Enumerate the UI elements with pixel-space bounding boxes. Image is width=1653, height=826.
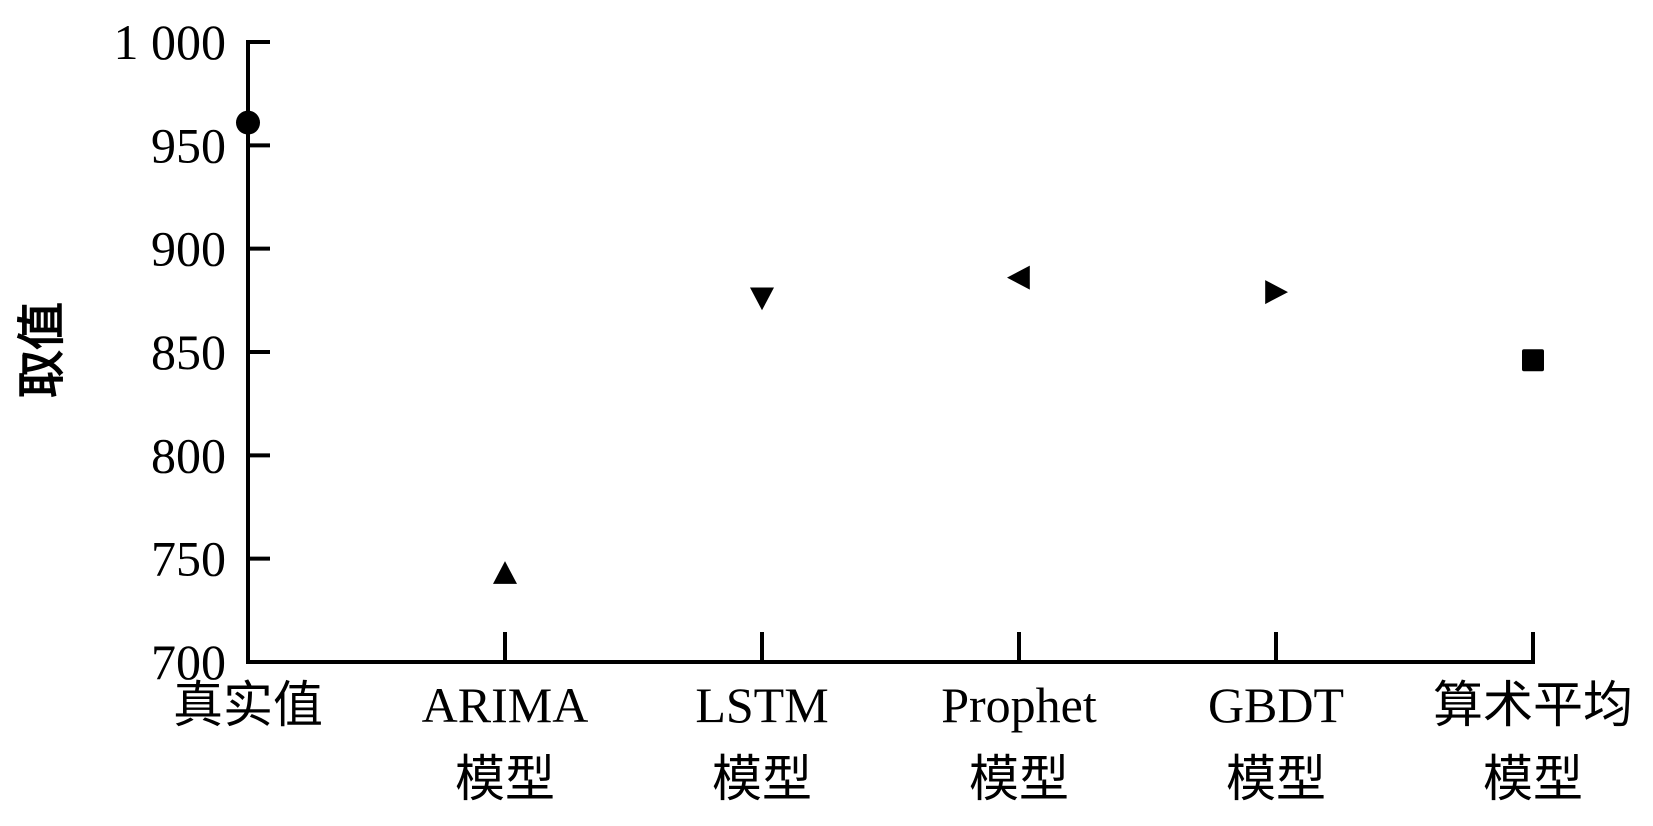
y-axis-title: 取值 — [14, 302, 70, 398]
data-point-triangle-up — [493, 561, 517, 584]
y-tick-label: 1 000 — [114, 14, 227, 70]
x-tick-label: 模型 — [1483, 751, 1583, 807]
y-tick-label: 850 — [151, 324, 226, 380]
data-point-triangle-left — [1007, 265, 1030, 290]
x-tick-label: GBDT — [1208, 677, 1344, 733]
data-point-circle — [236, 110, 260, 135]
y-axis-ticks: 700 750 800 850 900 950 1 000 — [114, 14, 270, 690]
axes — [246, 40, 1535, 664]
y-tick-label: 750 — [151, 531, 226, 587]
x-tick-label: 模型 — [1226, 751, 1326, 807]
y-tick-label: 950 — [151, 117, 226, 173]
y-tick-label: 800 — [151, 427, 226, 483]
x-tick-label: Prophet — [941, 677, 1097, 733]
x-tick-label: 模型 — [712, 751, 812, 807]
y-axis-title-group: 取值 — [14, 302, 70, 398]
x-tick-label: ARIMA — [422, 677, 589, 733]
data-markers — [236, 110, 1544, 584]
y-tick-label: 700 — [151, 634, 226, 690]
x-tick-label: LSTM — [695, 677, 828, 733]
x-tick-label: 模型 — [969, 751, 1069, 807]
data-point-triangle-down — [750, 287, 774, 311]
data-point-triangle-right — [1265, 280, 1288, 305]
x-tick-label: 模型 — [455, 751, 555, 807]
x-tick-label: 真实值 — [173, 677, 323, 733]
y-tick-label: 900 — [151, 221, 226, 277]
x-tick-label: 算术平均 — [1433, 677, 1633, 733]
data-point-square — [1522, 349, 1544, 372]
